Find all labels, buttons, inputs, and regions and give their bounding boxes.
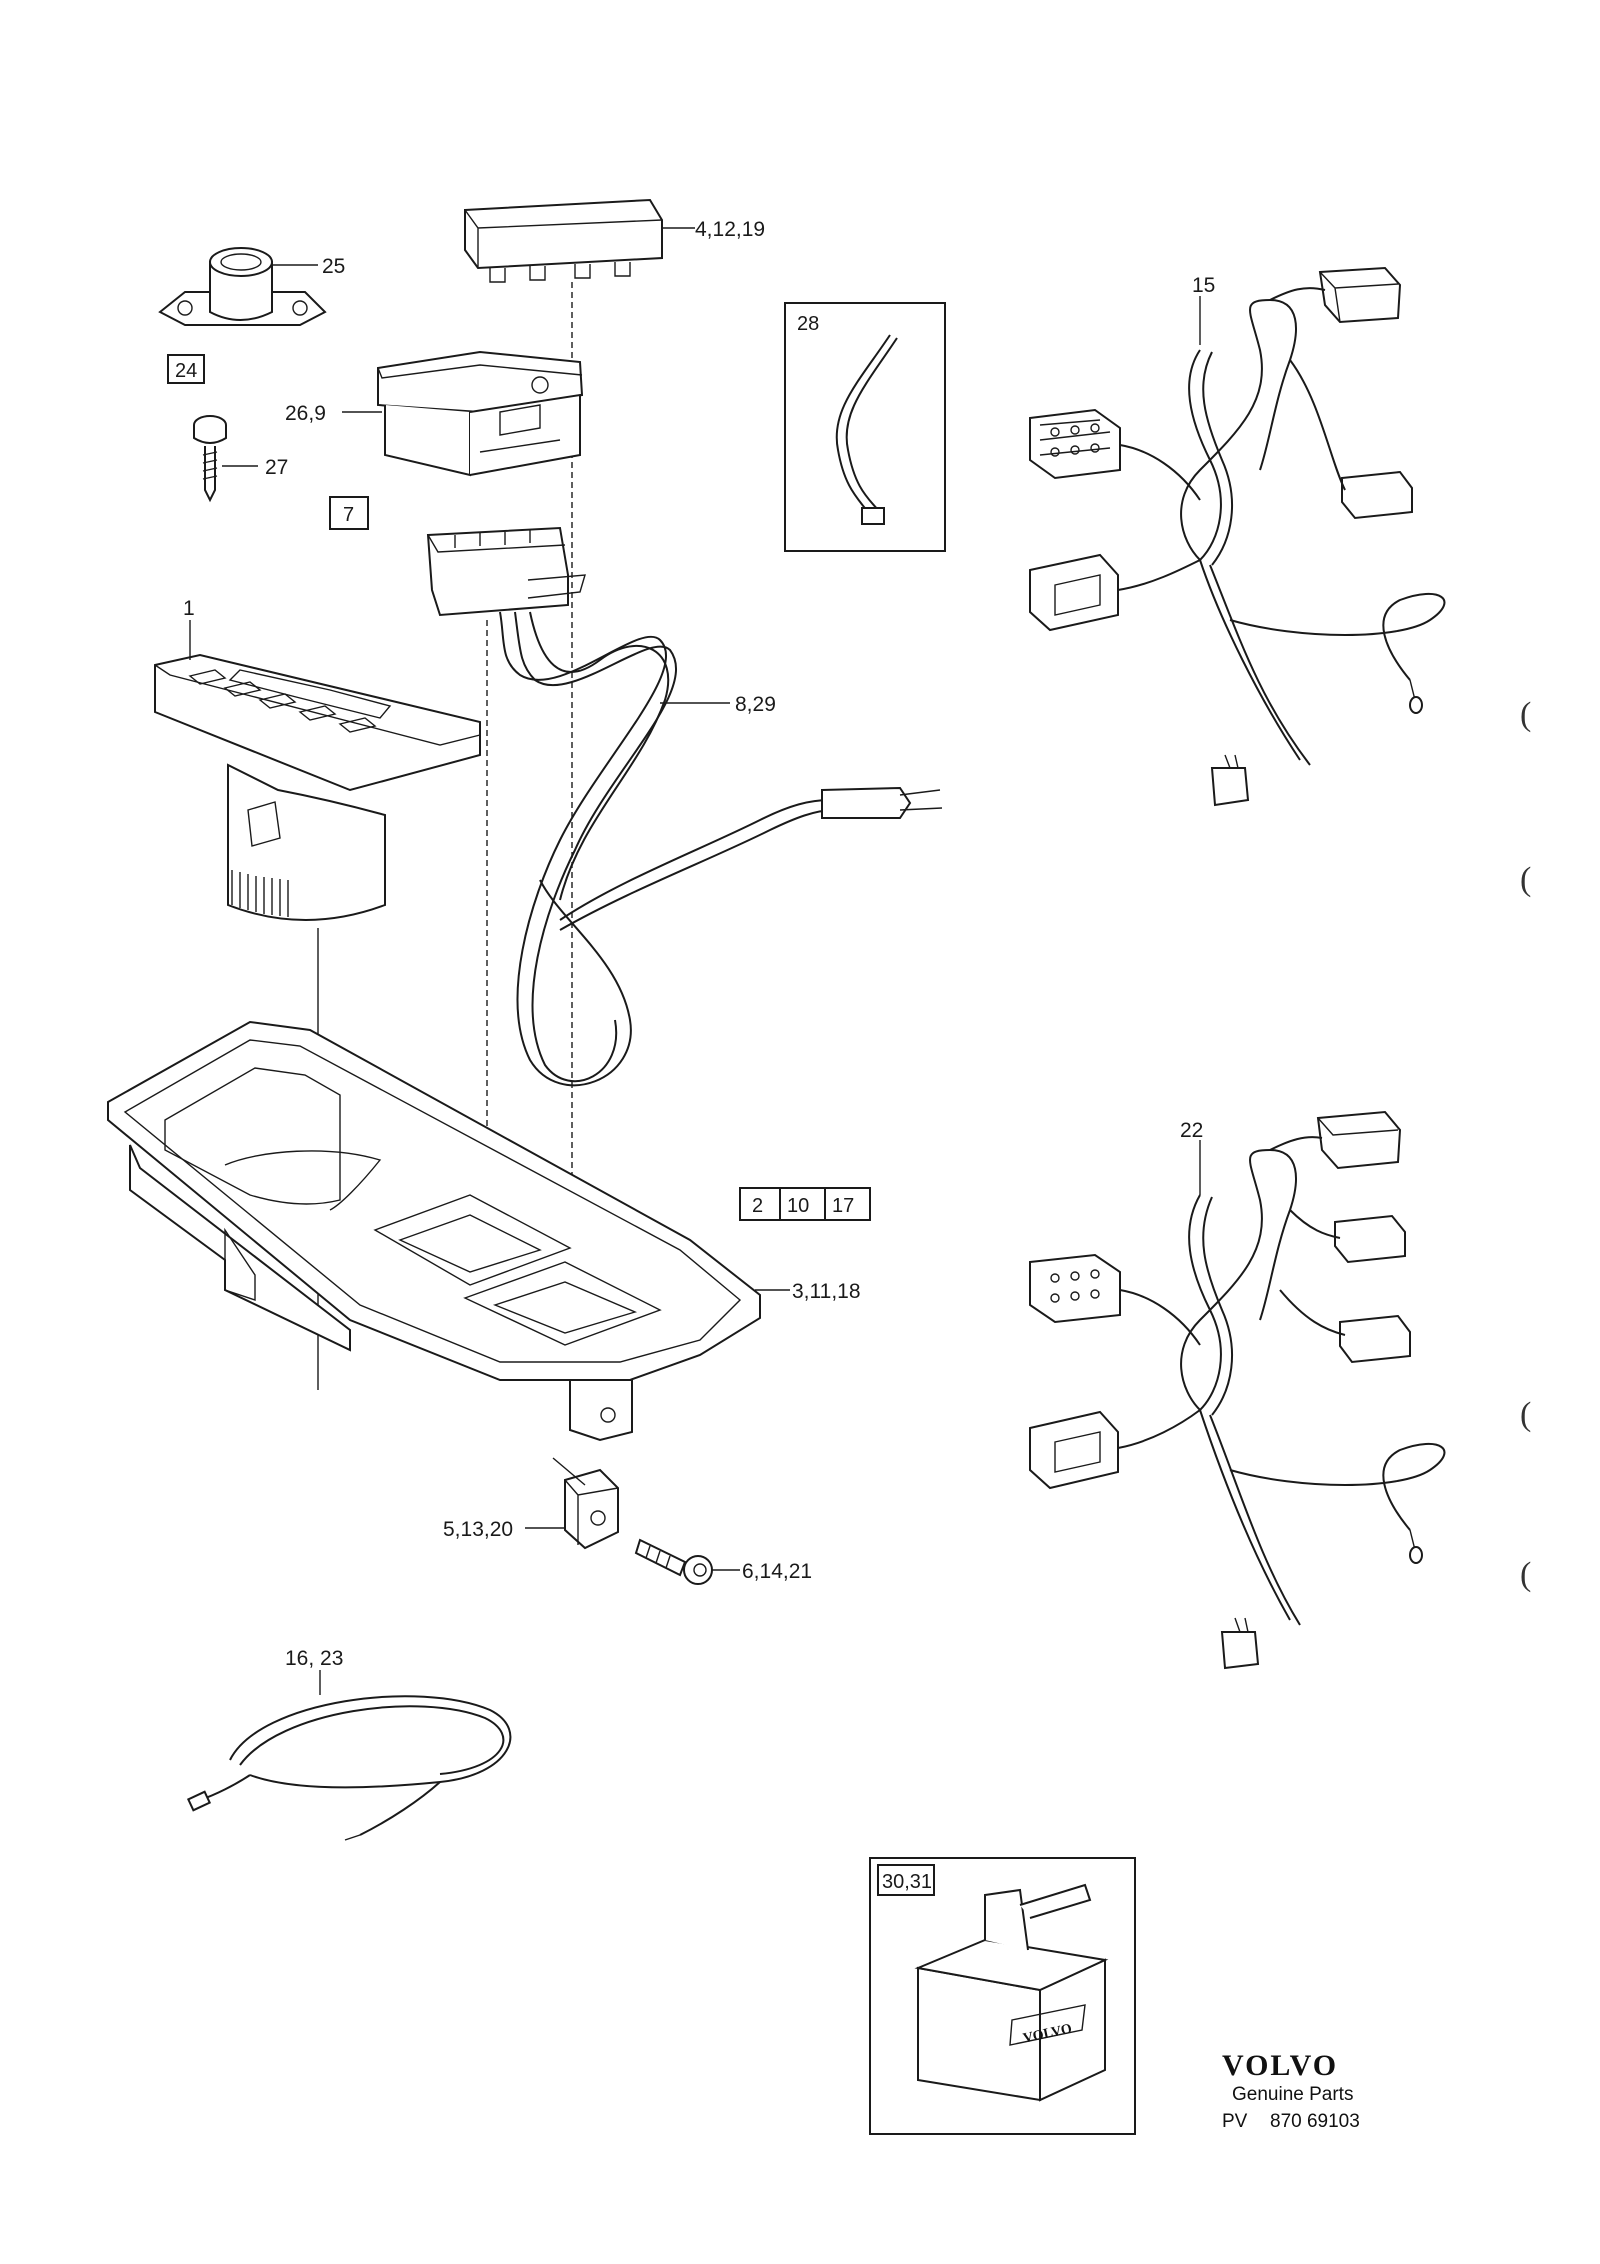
part-8-harness xyxy=(426,526,943,1087)
label-26-9: 26,9 xyxy=(285,402,326,425)
margin-mark-2: ( xyxy=(1520,861,1531,898)
box-7 xyxy=(329,496,369,530)
part-22-harness xyxy=(1029,1110,1446,1670)
part-1-control-unit xyxy=(154,620,481,921)
code-prefix: PV xyxy=(1222,2111,1248,2132)
part-15-harness xyxy=(1029,266,1446,807)
label-6-14-21: 6,14,21 xyxy=(742,1560,812,1583)
label-22: 22 xyxy=(1180,1119,1203,1142)
brand-subtitle: Genuine Parts xyxy=(1232,2084,1353,2105)
boxed-label-10: 10 xyxy=(787,1195,809,1217)
box-2-10-17 xyxy=(739,1187,871,1221)
boxed-label-2: 2 xyxy=(752,1195,763,1217)
part-16-cable xyxy=(186,1670,512,1841)
brand-logo: VOLVO xyxy=(1222,2049,1338,2082)
margin-mark-1: ( xyxy=(1520,696,1531,733)
box-30-31 xyxy=(869,1857,1136,2135)
label-27: 27 xyxy=(265,456,288,479)
margin-mark-3: ( xyxy=(1520,1396,1531,1433)
part-5-clip xyxy=(525,1457,619,1550)
boxed-label-28: 28 xyxy=(797,313,819,335)
label-25: 25 xyxy=(322,255,345,278)
label-16-23: 16, 23 xyxy=(285,1647,343,1670)
label-4-12-19: 4,12,19 xyxy=(695,218,765,241)
part-3-console xyxy=(107,1020,790,1442)
part-26-switch xyxy=(342,350,584,477)
part-4-relay xyxy=(464,198,695,283)
part-28-cable xyxy=(835,334,891,516)
label-8-29: 8,29 xyxy=(735,693,776,716)
boxed-label-24: 24 xyxy=(175,360,197,382)
part-27-screw xyxy=(193,415,258,503)
boxed-label-7: 7 xyxy=(343,504,354,526)
label-15: 15 xyxy=(1192,274,1215,297)
part-6-bolt xyxy=(634,1538,740,1585)
kit-box-illustration: VOLVO xyxy=(914,1883,1109,2102)
margin-mark-4: ( xyxy=(1520,1556,1531,1593)
box-24 xyxy=(167,354,205,384)
label-5-13-20: 5,13,20 xyxy=(443,1518,513,1541)
label-3-11-18: 3,11,18 xyxy=(792,1280,861,1303)
boxed-label-30-31: 30,31 xyxy=(882,1871,932,1893)
boxed-label-17: 17 xyxy=(832,1195,854,1217)
box-28 xyxy=(784,302,946,552)
parts-code: 870 69103 xyxy=(1270,2111,1360,2132)
part-25-knob-bracket xyxy=(158,247,327,326)
label-1: 1 xyxy=(183,597,195,620)
